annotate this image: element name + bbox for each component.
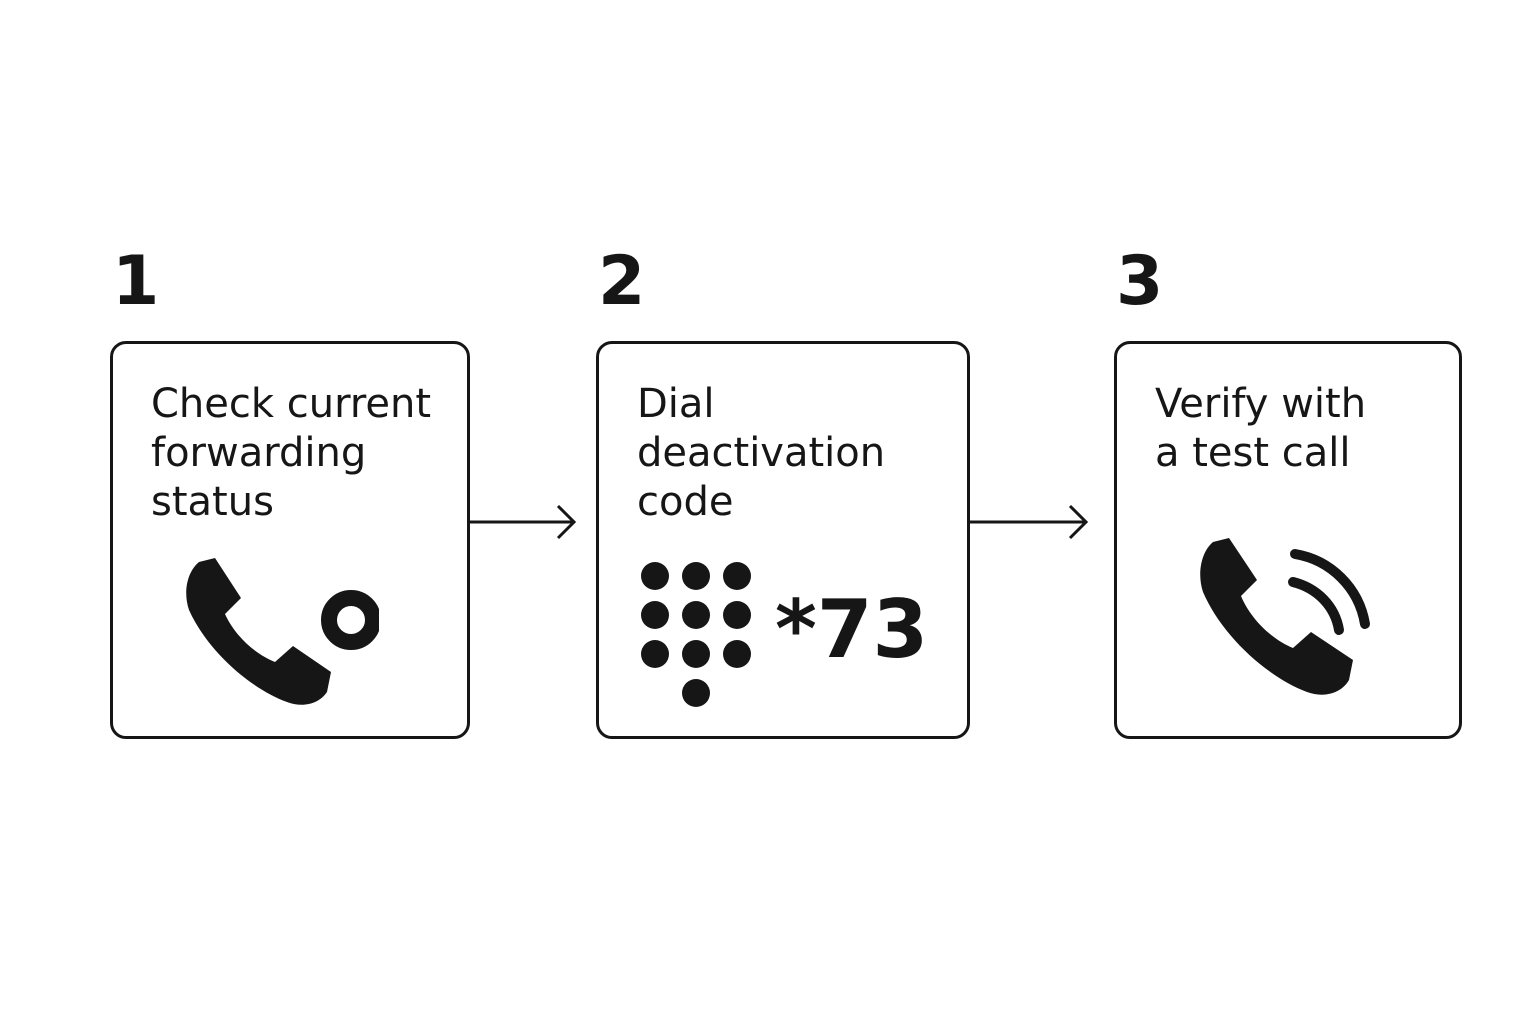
step-1-text-line: Check current — [151, 381, 432, 427]
step-1-number: 1 — [112, 242, 160, 321]
arrow-right-icon — [470, 504, 577, 540]
arrow-right-icon — [970, 504, 1089, 540]
deactivation-code: *73 — [775, 583, 929, 676]
step-3-number: 3 — [1116, 242, 1164, 321]
phone-ringing-icon — [1200, 538, 1370, 695]
step-1-text-line: status — [151, 479, 274, 525]
step-3-card: Verify with a test call — [1114, 341, 1462, 739]
step-2-text-line: deactivation — [637, 430, 886, 476]
step-3-text-line: a test call — [1155, 430, 1351, 476]
step-2-text-line: Dial — [637, 381, 715, 427]
step-3-text-line: Verify with — [1155, 381, 1367, 427]
keypad-icon — [641, 562, 751, 707]
step-1-text: Check current forwarding status — [151, 380, 431, 527]
step-2-card: Dial deactivation code *73 — [596, 341, 970, 739]
phone-with-status-dot-icon — [186, 558, 379, 705]
step-2-number: 2 — [598, 242, 646, 321]
step-1-card: Check current forwarding status — [110, 341, 470, 739]
step-2-text-line: code — [637, 479, 734, 525]
step-1-text-line: forwarding — [151, 430, 367, 476]
step-2-text: Dial deactivation code — [637, 380, 885, 527]
step-3-text: Verify with a test call — [1155, 380, 1366, 478]
